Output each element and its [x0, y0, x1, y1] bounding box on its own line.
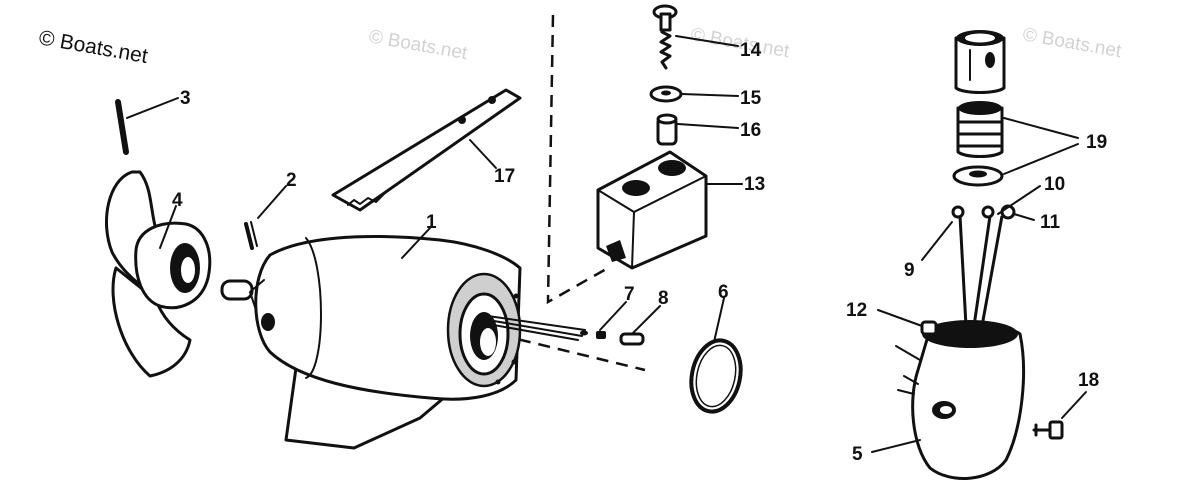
callout-2: 2 [286, 170, 297, 191]
callout-17: 17 [494, 166, 515, 187]
part-19-coupling [952, 30, 1006, 187]
callout-6: 6 [718, 282, 729, 303]
part-7-connector [596, 331, 606, 339]
callout-14: 14 [740, 40, 762, 61]
callout-3: 3 [180, 88, 191, 109]
callout-1: 1 [426, 212, 437, 233]
part-8-sleeve [619, 332, 645, 346]
callout-10: 10 [1044, 174, 1065, 195]
part-18-bolt [1032, 420, 1064, 440]
part-17-bracket [331, 88, 522, 212]
callout-19: 19 [1086, 132, 1107, 153]
part-12-plug [920, 320, 938, 336]
part-9-terminal [951, 205, 965, 219]
assembly-guide-line [546, 14, 609, 305]
leader-lines [126, 35, 1087, 453]
part-2-key [244, 221, 258, 250]
part-1-motor [220, 235, 588, 450]
part-10-terminal [981, 205, 995, 219]
callout-7: 7 [624, 284, 635, 305]
part-16-bushing [656, 113, 678, 146]
callout-5: 5 [852, 444, 863, 465]
part-15-washer [649, 85, 683, 103]
part-5-bracket [895, 320, 1025, 480]
brand-watermark: © Boats.net [37, 26, 150, 68]
callout-16: 16 [740, 120, 761, 141]
callout-15: 15 [740, 88, 762, 109]
callout-4: 4 [172, 190, 183, 211]
part-6-o-ring [689, 338, 743, 414]
callout-18: 18 [1078, 370, 1099, 391]
watermark: © Boats.net [1021, 24, 1123, 62]
watermark: © Boats.net [367, 26, 469, 64]
wire-bundle [958, 215, 1004, 327]
part-14-screw [652, 4, 678, 70]
callout-8: 8 [658, 288, 669, 309]
callout-12: 12 [846, 300, 867, 321]
callout-13: 13 [744, 174, 765, 195]
part-3-pin [115, 99, 129, 155]
callout-11: 11 [1040, 212, 1061, 233]
part-4-propeller [105, 170, 212, 378]
callout-9: 9 [904, 260, 915, 281]
part-13-cover [596, 150, 708, 270]
